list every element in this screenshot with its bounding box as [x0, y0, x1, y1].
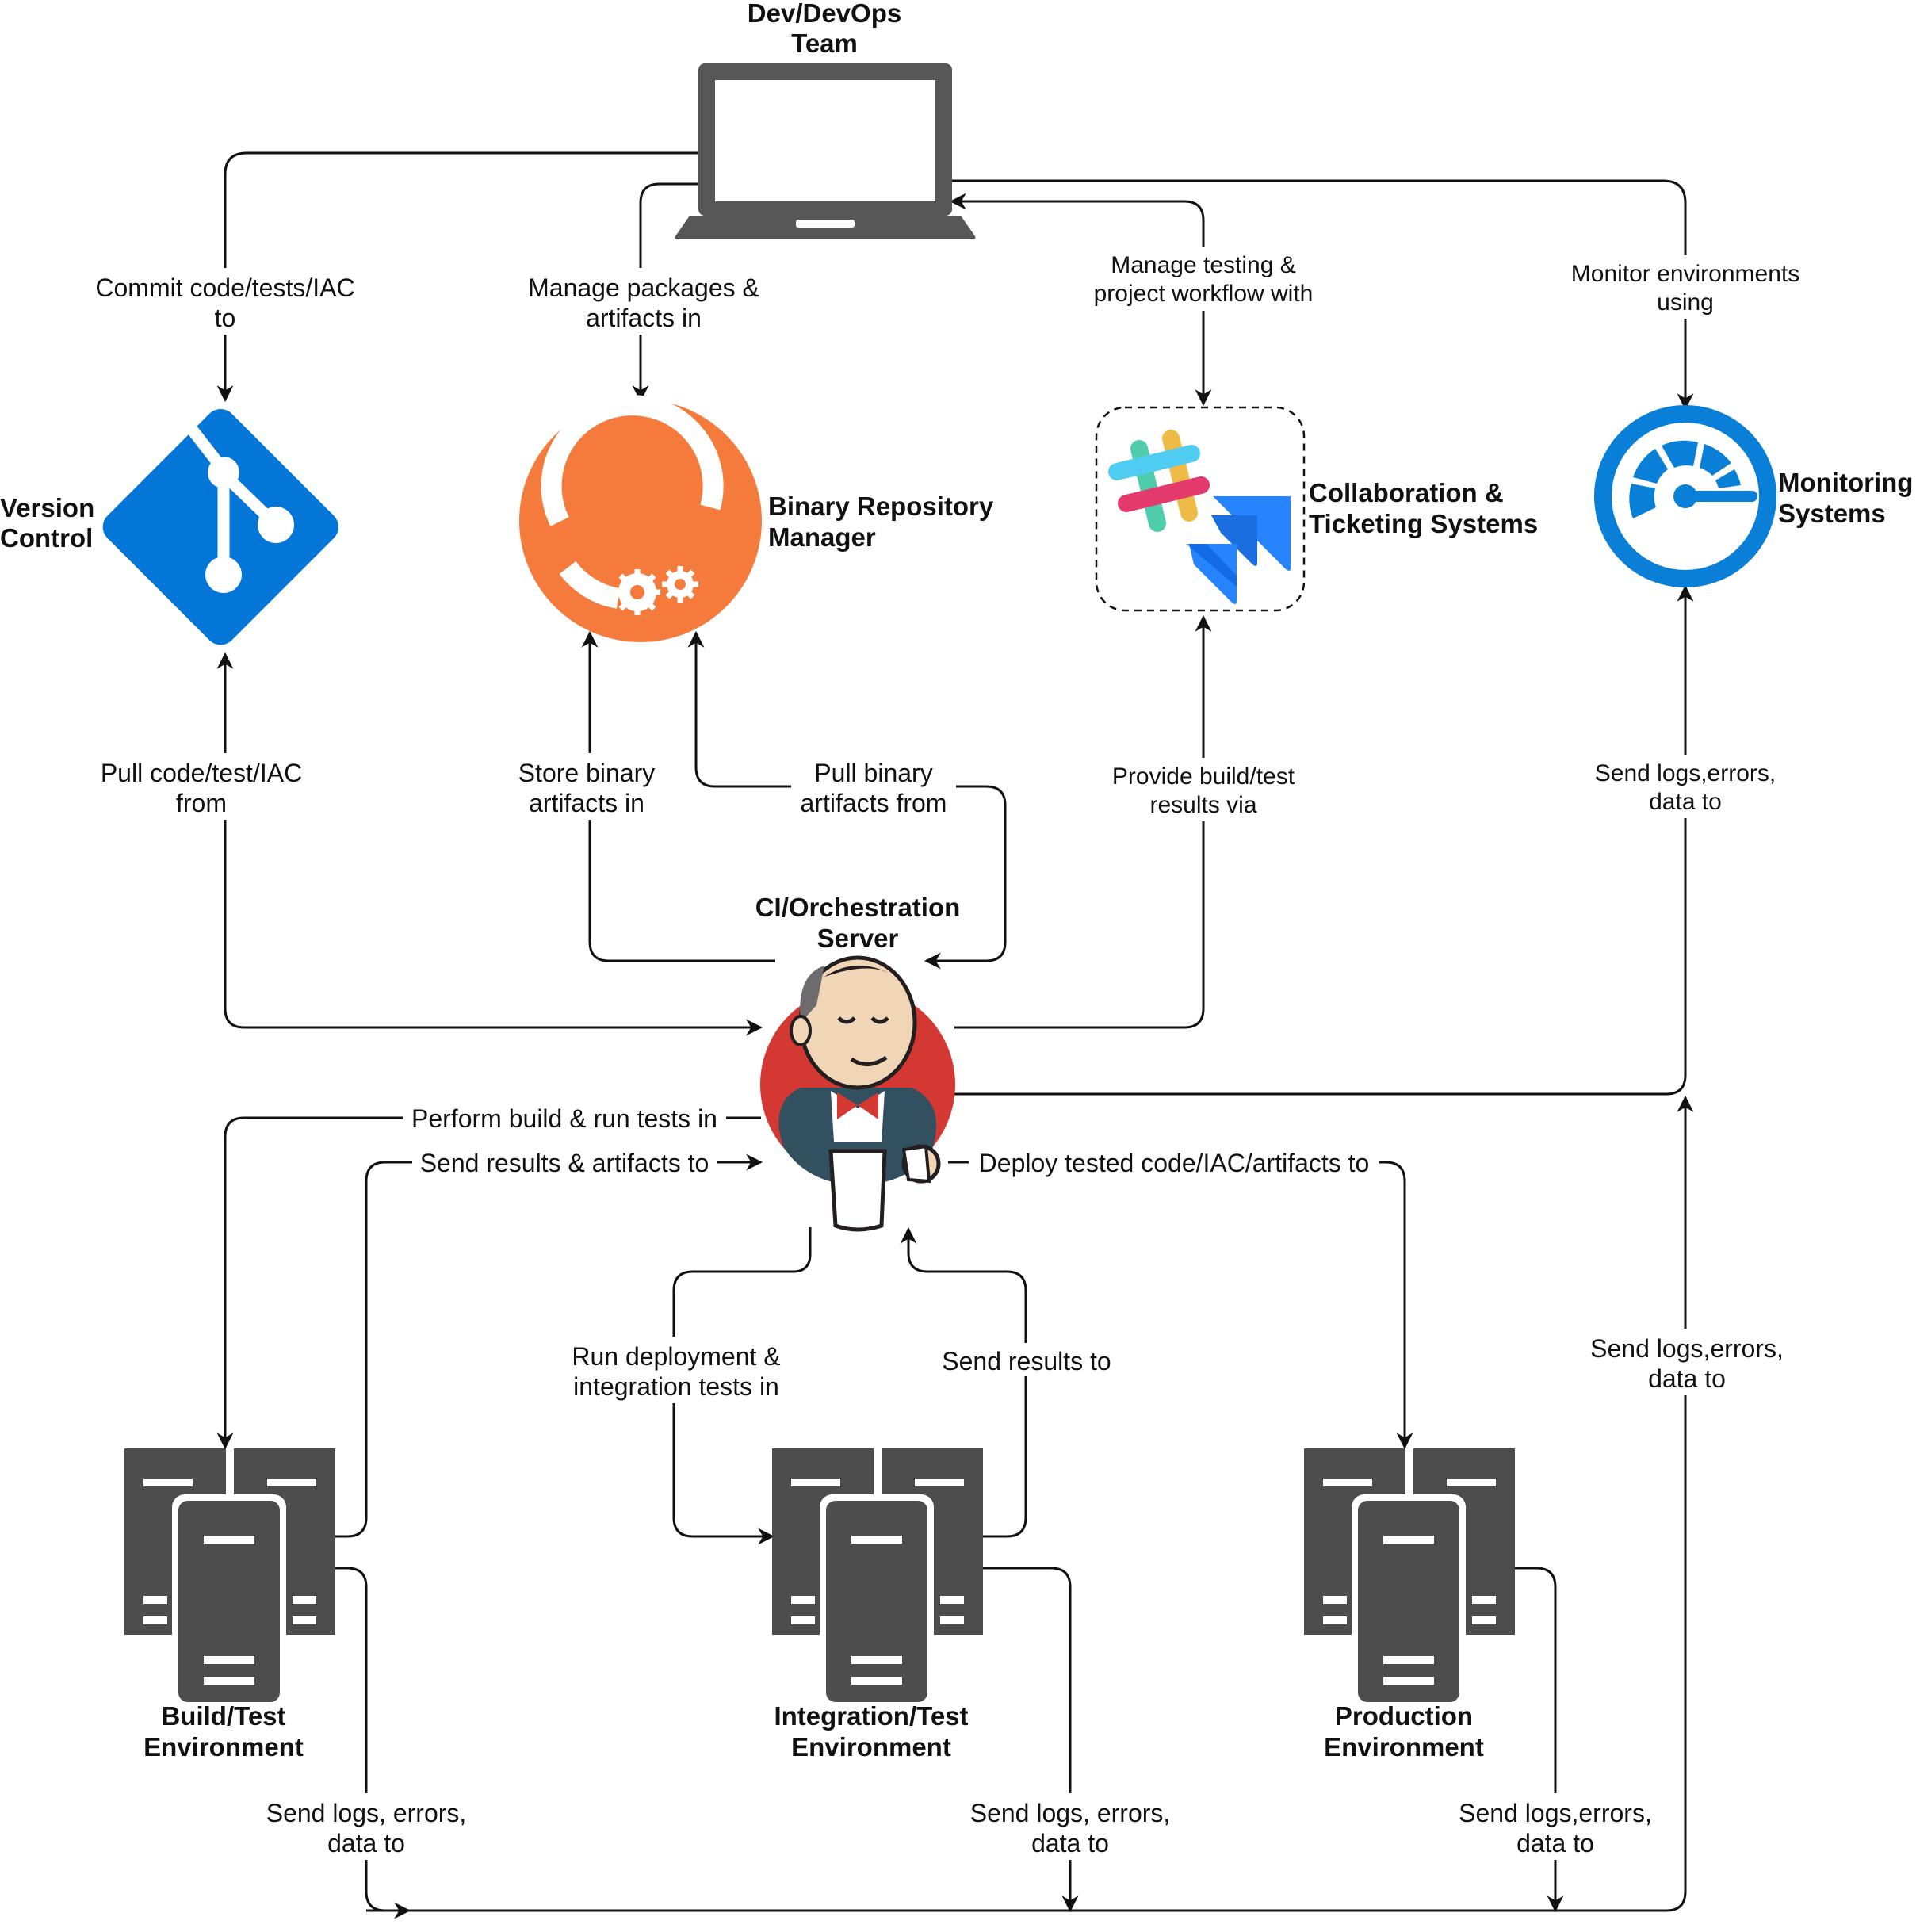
monitoring-title-line1: Monitoring: [1778, 468, 1913, 497]
production-env-title-line1: Production: [1335, 1701, 1473, 1731]
edge-provide-results: [954, 614, 1212, 1029]
edge-send-results-artifacts: [325, 1153, 763, 1538]
collaboration-title-line1: Collaboration &: [1309, 478, 1504, 507]
monitoring-title-line2: Systems: [1778, 499, 1886, 528]
server-rack-icon-production: [1304, 1448, 1515, 1702]
edge-pull-binary: [687, 630, 1007, 970]
edge-deploy-tested: [948, 1161, 1413, 1450]
label-send-logs-build-line1: Send logs, errors,: [266, 1799, 467, 1827]
label-send-logs-bus-line1: Send logs,errors,: [1590, 1334, 1784, 1363]
label-manage-packages-line2: artifacts in: [586, 304, 702, 332]
binary-repo-title-line1: Binary Repository: [768, 492, 994, 521]
label-pull-binary-line2: artifacts from: [801, 789, 947, 817]
label-provide-results-line2: results via: [1149, 792, 1256, 818]
edge-send-logs-bus: [366, 1095, 1694, 1912]
gauge-icon: [1594, 405, 1776, 587]
label-manage-testing-line1: Manage testing &: [1111, 252, 1295, 278]
git-icon: [102, 408, 339, 645]
edge-commit: [216, 151, 698, 403]
edge-store-binary: [581, 630, 775, 962]
label-send-logs-integration-line1: Send logs, errors,: [970, 1799, 1171, 1827]
edge-run-deployment: [672, 1227, 812, 1545]
label-monitor-envs-line2: using: [1657, 289, 1714, 316]
label-send-results: Send results to: [942, 1347, 1111, 1375]
label-store-binary-line1: Store binary: [518, 759, 656, 787]
label-commit-line2: to: [215, 304, 236, 332]
label-send-logs-production-line2: data to: [1516, 1829, 1594, 1857]
edge-labels: Commit code/tests/IAC to Manage packages…: [87, 247, 1806, 1860]
edge-perform-build: [216, 1116, 761, 1450]
label-provide-results-line1: Provide build/test: [1112, 763, 1295, 790]
label-pull-code-line1: Pull code/test/IAC: [101, 759, 302, 787]
artifactory-icon: [519, 395, 762, 642]
label-store-binary-line2: artifacts in: [529, 789, 644, 817]
edge-send-logs-monitor: [954, 584, 1694, 1096]
version-control-title-line2: Control: [0, 523, 93, 553]
production-env-title-line2: Environment: [1324, 1732, 1484, 1762]
label-pull-binary-line1: Pull binary: [814, 759, 932, 787]
label-send-logs-bus-line2: data to: [1648, 1364, 1726, 1393]
integration-env-title-line1: Integration/Test: [774, 1701, 968, 1731]
label-manage-packages-line1: Manage packages &: [528, 274, 759, 302]
label-run-deployment-line1: Run deployment &: [572, 1342, 780, 1371]
server-rack-icon-integration: [772, 1448, 983, 1702]
edge-send-logs-integration: [973, 1567, 1079, 1913]
label-send-logs-integration-line2: data to: [1031, 1829, 1109, 1857]
build-env-title-line1: Build/Test: [161, 1701, 285, 1731]
label-manage-testing-line2: project workflow with: [1094, 281, 1314, 307]
version-control-title-line1: Version: [0, 493, 94, 522]
label-send-logs-production-line1: Send logs,errors,: [1459, 1799, 1652, 1827]
jenkins-icon: [760, 955, 955, 1232]
node-titles: Dev/DevOps Team Version Control Binary R…: [0, 0, 1913, 1762]
label-send-logs-monitor-line1: Send logs,errors,: [1595, 760, 1776, 786]
label-send-results-artifacts: Send results & artifacts to: [420, 1149, 709, 1177]
ci-server-title-line1: CI/Orchestration: [755, 893, 961, 922]
team-title-line2: Team: [791, 29, 858, 58]
ci-server-title-line2: Server: [817, 924, 899, 953]
edge-pull-code: [216, 652, 763, 1036]
label-perform-build: Perform build & run tests in: [411, 1104, 717, 1133]
team-title-line1: Dev/DevOps: [748, 0, 901, 28]
connectors: [216, 151, 1694, 1919]
label-send-logs-monitor-line2: data to: [1649, 789, 1722, 815]
label-pull-code-line2: from: [176, 789, 227, 817]
label-commit-line1: Commit code/tests/IAC: [95, 274, 354, 302]
build-env-title-line2: Environment: [143, 1732, 304, 1762]
edge-manage-packages: [632, 182, 698, 403]
label-monitor-envs-line1: Monitor environments: [1571, 261, 1799, 287]
label-send-logs-build-line2: data to: [327, 1829, 405, 1857]
laptop-icon: [675, 63, 976, 239]
edge-manage-testing: [949, 193, 1212, 407]
integration-env-title-line2: Environment: [791, 1732, 951, 1762]
slack-jira-icon: [1095, 406, 1306, 612]
edge-send-results: [900, 1226, 1027, 1538]
label-run-deployment-line2: integration tests in: [573, 1372, 779, 1401]
collaboration-title-line2: Ticketing Systems: [1309, 509, 1538, 538]
edge-monitor-envs: [951, 179, 1694, 411]
server-rack-icon-build: [124, 1448, 335, 1702]
edge-send-logs-production: [1505, 1567, 1564, 1913]
label-deploy-tested: Deploy tested code/IAC/artifacts to: [979, 1149, 1370, 1177]
binary-repo-title-line2: Manager: [768, 522, 876, 552]
